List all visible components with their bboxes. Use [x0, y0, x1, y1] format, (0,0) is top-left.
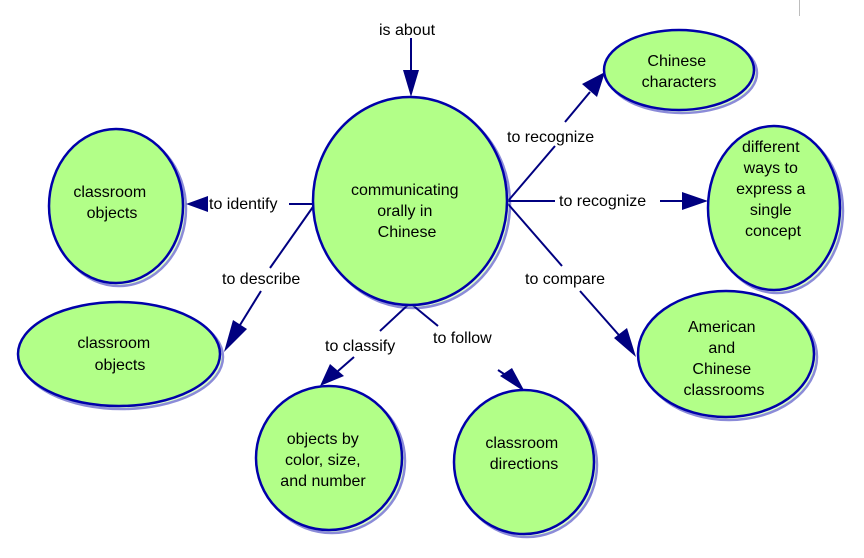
arrowhead-is-about	[403, 70, 419, 97]
label-to-compare: to compare	[525, 271, 605, 288]
edge-to-describe-b	[239, 290, 262, 326]
arrowhead-to-recognize-2	[682, 192, 708, 210]
arrowhead-to-recognize-1	[582, 72, 605, 97]
label-to-classify: to classify	[325, 338, 395, 355]
arrowhead-to-identify	[186, 196, 208, 212]
node-objects-by-color[interactable]: objects by color, size, and number	[254, 384, 407, 535]
arrowhead-to-follow	[500, 368, 525, 392]
edge-to-follow-a	[409, 302, 439, 327]
node-different-ways[interactable]: different ways to express a single conce…	[706, 124, 845, 295]
edge-to-classify-a	[379, 302, 411, 332]
label-to-identify: to identify	[209, 196, 277, 213]
edge-to-compare-a	[507, 203, 563, 267]
node-classroom-objects-1[interactable]: classroom objects	[47, 127, 188, 288]
label-to-recognize-2: to recognize	[559, 193, 646, 210]
node-american-chinese-classrooms-text: American and Chinese classrooms	[684, 319, 765, 399]
label-to-recognize-1: to recognize	[507, 129, 594, 146]
node-center-text: communicating orally in Chinese	[351, 182, 463, 241]
node-chinese-characters-text: Chinese characters	[642, 53, 717, 91]
arrowhead-to-describe	[224, 320, 247, 352]
arrowhead-to-classify	[320, 364, 344, 386]
edge-to-recognize-1-a	[507, 145, 556, 202]
node-american-chinese-classrooms[interactable]: American and Chinese classrooms	[636, 289, 819, 422]
node-center[interactable]: communicating orally in Chinese	[311, 95, 512, 310]
label-is-about: is about	[379, 22, 436, 39]
label-to-describe: to describe	[222, 271, 300, 288]
edges	[186, 38, 708, 392]
window-edge-divider	[799, 0, 800, 16]
node-classroom-objects-2[interactable]: classroom objects	[16, 300, 225, 411]
node-classroom-directions-text: classroom directions	[485, 435, 562, 473]
node-chinese-characters[interactable]: Chinese characters	[602, 28, 759, 115]
node-objects-by-color-text: objects by color, size, and number	[280, 431, 366, 490]
edge-to-classify-b	[337, 356, 355, 372]
edge-to-compare-b	[579, 290, 626, 343]
node-classroom-objects-2-text: classroom objects	[77, 335, 154, 374]
edge-to-recognize-1-b	[564, 91, 591, 123]
arrowhead-to-compare	[614, 328, 636, 357]
node-classroom-objects-1-text: classroom objects	[73, 184, 150, 222]
node-different-ways-text: different ways to express a single conce…	[736, 139, 810, 240]
edge-to-describe-a	[269, 203, 316, 269]
label-to-follow: to follow	[433, 330, 492, 347]
link-labels: is about to identify to describe to clas…	[209, 22, 646, 355]
node-classroom-directions[interactable]: classroom directions	[452, 388, 599, 539]
